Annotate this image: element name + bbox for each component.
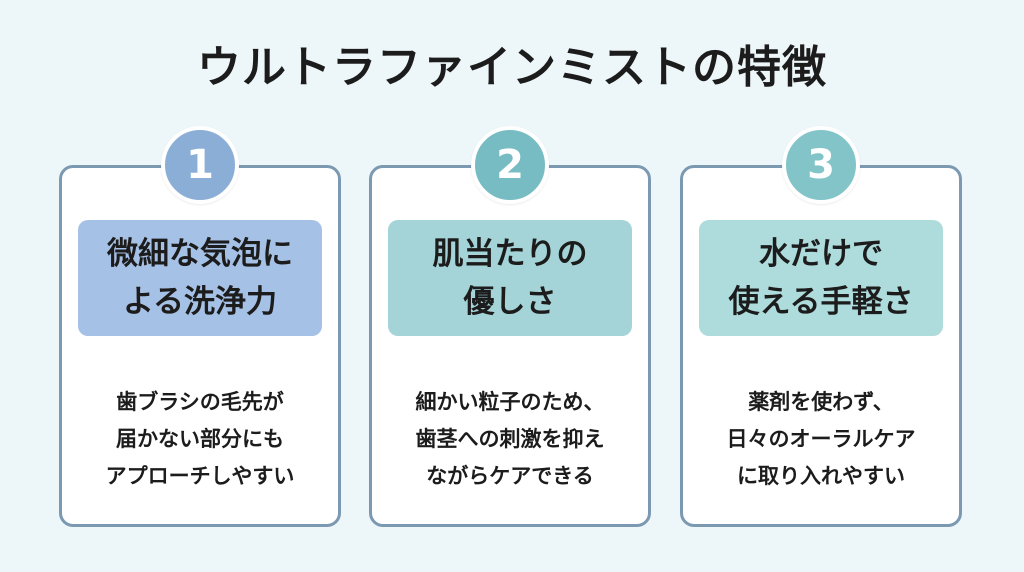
feature-heading-line: 使える手軽さ	[728, 284, 914, 320]
feature-card-2: 肌当たりの 優しさ 細かい粒子のため、 歯茎への刺激を抑え ながらケアできる	[369, 165, 651, 527]
page-title: ウルトラファインミストの特徴	[197, 42, 827, 93]
feature-description-line: アプローチしやすい	[105, 464, 295, 488]
feature-description-line: 届かない部分にも	[116, 427, 284, 451]
feature-heading-line: 水だけで	[759, 236, 883, 272]
feature-heading-line: 肌当たりの	[432, 236, 588, 272]
number-badge-1: 1	[161, 126, 239, 204]
feature-heading-2: 肌当たりの 優しさ	[388, 220, 632, 336]
feature-description-1: 歯ブラシの毛先が 届かない部分にも アプローチしやすい	[62, 384, 338, 495]
feature-heading-line: よる洗浄力	[122, 284, 278, 320]
number-badge-3: 3	[782, 126, 860, 204]
feature-card-1: 微細な気泡に よる洗浄力 歯ブラシの毛先が 届かない部分にも アプローチしやすい	[59, 165, 341, 527]
feature-heading-line: 優しさ	[463, 284, 557, 320]
feature-heading-line: 微細な気泡に	[107, 236, 293, 272]
feature-card-3: 水だけで 使える手軽さ 薬剤を使わず、 日々のオーラルケア に取り入れやすい	[680, 165, 962, 527]
feature-heading-1: 微細な気泡に よる洗浄力	[78, 220, 322, 336]
number-badge-2: 2	[471, 126, 549, 204]
feature-description-line: 細かい粒子のため、	[415, 390, 605, 414]
feature-description-2: 細かい粒子のため、 歯茎への刺激を抑え ながらケアできる	[372, 384, 648, 495]
feature-description-line: 日々のオーラルケア	[726, 427, 916, 451]
feature-description-line: 歯茎への刺激を抑え	[415, 427, 605, 451]
feature-description-line: 歯ブラシの毛先が	[116, 390, 284, 414]
feature-heading-3: 水だけで 使える手軽さ	[699, 220, 943, 336]
feature-description-line: 薬剤を使わず、	[748, 390, 894, 414]
feature-description-line: に取り入れやすい	[737, 464, 905, 488]
feature-description-line: ながらケアできる	[426, 464, 594, 488]
feature-description-3: 薬剤を使わず、 日々のオーラルケア に取り入れやすい	[683, 384, 959, 495]
